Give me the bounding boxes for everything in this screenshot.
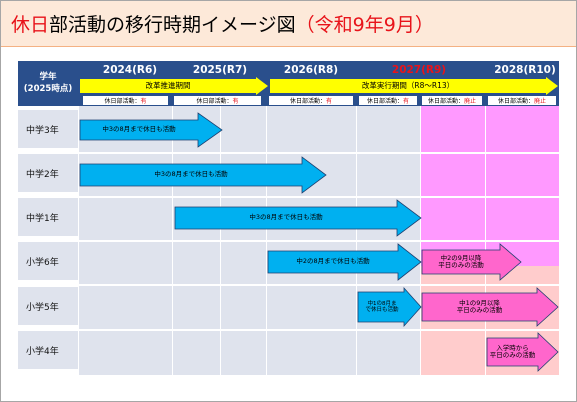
arrow-es6-pink xyxy=(421,243,522,281)
reform-implementation-arrow xyxy=(270,77,558,95)
arrow-es4-pink-label: 入学時から 平日のみの活動 xyxy=(489,343,536,359)
status-badge-2027-early: 休日部活動：有 xyxy=(358,95,418,106)
arrow-es6-pink-label: 中2の9月以降 平日のみの活動 xyxy=(438,253,484,269)
arrow-es6-blue-label: 中2の8月まで休日も活動 xyxy=(296,257,370,266)
arrow-es5-blue xyxy=(357,286,422,328)
abolished-zone-upper xyxy=(420,106,559,266)
title-suffix: （令和9年9月） xyxy=(295,14,434,36)
status-badge-2027-late: 休日部活動：廃止 xyxy=(421,95,483,106)
grade-column-header: 学年 (2025時点) xyxy=(23,72,73,94)
grid-hline xyxy=(18,284,559,286)
grid-hline xyxy=(18,240,559,242)
reform-implementation-label: 改革実行期間（R8～R13） xyxy=(361,80,455,90)
year-2024: 2024(R6) xyxy=(102,64,158,76)
page-title: 休日部活動の移行時期イメージ図（令和9年9月） xyxy=(11,10,434,37)
row-label-es4: 小学4年 xyxy=(18,331,78,371)
grid-hline xyxy=(18,329,559,331)
year-2028: 2028(R10) xyxy=(494,64,556,76)
grid-hline xyxy=(18,152,559,154)
row-label-es5: 小学5年 xyxy=(18,287,78,327)
title-divider xyxy=(1,46,576,47)
year-2025: 2025(R7) xyxy=(192,64,248,76)
status-badge-2024: 休日部活動：有 xyxy=(82,95,169,106)
arrow-es5-pink xyxy=(421,287,559,327)
status-badge-2025: 休日部活動：有 xyxy=(173,95,262,106)
arrow-es6-blue xyxy=(267,243,422,281)
arrow-jhs1-label: 中3の8月まで休日も活動 xyxy=(249,213,323,222)
arrow-es4-pink xyxy=(486,332,559,372)
title-prefix: 休日 xyxy=(11,14,50,36)
row-label-es6: 小学6年 xyxy=(18,242,78,282)
row-label-jhs3: 中学3年 xyxy=(18,110,78,150)
reform-promotion-arrow xyxy=(80,77,268,95)
status-badge-2028: 休日部活動：廃止 xyxy=(487,95,557,106)
year-2027: 2027(R9) xyxy=(391,64,447,76)
grid-hline xyxy=(18,196,559,198)
arrow-jhs2 xyxy=(79,156,327,194)
arrow-jhs3 xyxy=(79,112,223,148)
arrow-jhs2-label: 中3の8月まで休日も活動 xyxy=(154,170,228,179)
year-2026: 2026(R8) xyxy=(283,64,339,76)
title-bar: 休日部活動の移行時期イメージ図（令和9年9月） xyxy=(1,1,576,46)
row-label-jhs1: 中学1年 xyxy=(18,198,78,238)
arrow-es5-pink-label: 中1の9月以降 平日のみの活動 xyxy=(456,298,503,314)
row-label-jhs2: 中学2年 xyxy=(18,154,78,194)
title-main: 部活動の移行時期イメージ図 xyxy=(49,14,296,36)
arrow-jhs1 xyxy=(174,199,422,237)
arrow-jhs3-label: 中3の8月まで休日も活動 xyxy=(102,125,176,134)
reform-promotion-label: 改革推進期間 xyxy=(145,80,191,90)
arrow-es5-blue-label: 中1の8月ま で休日も活動 xyxy=(365,300,399,313)
status-badge-2026: 休日部活動：有 xyxy=(268,95,354,106)
